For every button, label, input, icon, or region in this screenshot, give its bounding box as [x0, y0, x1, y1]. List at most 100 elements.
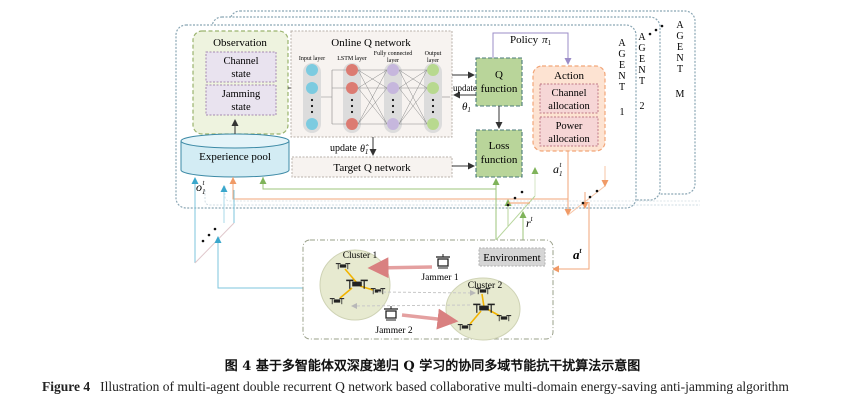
agent-label-letter: E	[619, 60, 625, 71]
nn-ellipsis-dot	[350, 104, 354, 108]
channel-allocation-box	[539, 83, 599, 114]
q-function-line2: function	[481, 83, 518, 95]
agent-label-letter: T	[619, 82, 625, 93]
layer-label: layer	[387, 58, 399, 64]
agent-label-letter: G	[638, 43, 645, 54]
nn-ellipsis-dot	[391, 104, 395, 108]
nn-node	[346, 82, 358, 94]
q-theta-label: θ1	[462, 101, 471, 114]
reward-signal-label: rt	[526, 215, 534, 230]
link-bolt-icon	[339, 287, 353, 299]
layer-label: Output	[425, 51, 442, 57]
leader-drone-icon	[473, 303, 495, 313]
channel-state-line1: Channel	[224, 56, 259, 67]
layer-column	[424, 63, 442, 133]
agent-label-letter: N	[618, 71, 625, 82]
layer-label: Fully connected	[374, 51, 413, 57]
cluster-1-label: Cluster 1	[343, 251, 378, 261]
nn-ellipsis-dot	[391, 110, 395, 114]
jammer-2-arrow	[401, 308, 459, 330]
nn-ellipsis-dot	[431, 110, 435, 114]
power-allocation-box	[539, 116, 599, 147]
environment-label: Environment	[483, 252, 540, 264]
target-update-label: update	[330, 143, 357, 154]
power-allocation-line2: allocation	[548, 134, 590, 145]
action-agent-signal-label: a1t	[553, 161, 563, 178]
jammer-1-icon	[436, 254, 450, 269]
loss-function-line1: Loss	[489, 140, 510, 152]
agent-label-letter: N	[676, 53, 683, 64]
agent-index: 2	[640, 101, 645, 112]
cluster-link-arrow	[377, 289, 476, 296]
nn-node	[427, 64, 439, 76]
caption-figure-label: Figure 4	[42, 379, 91, 394]
link-bolt-icon	[344, 268, 358, 284]
cluster-2-label: Cluster 2	[468, 281, 503, 291]
drone-icon	[457, 324, 473, 331]
channel-state-box	[205, 51, 277, 83]
experience-pool-label: Experience pool	[199, 151, 271, 163]
loss-function-line2: function	[481, 154, 518, 166]
drone-icon	[335, 263, 351, 270]
nn-connection	[398, 69, 428, 89]
nn-node	[306, 118, 318, 130]
caption-chinese: 图 4 基于多智能体双深度递归 Q 学习的协同多域节能抗干扰算法示意图	[224, 359, 641, 374]
channel-state-line2: state	[231, 69, 251, 80]
action-title: Action	[554, 70, 584, 82]
nn-node	[387, 82, 399, 94]
environment-box: Environment Cluster 1 Cluster 2 Jammer 1…	[302, 239, 554, 341]
agent-label-letter: T	[639, 76, 645, 87]
observation-box: Observation Channel state Jamming state	[192, 30, 289, 135]
observation-distributor	[191, 177, 317, 289]
nn-node	[427, 82, 439, 94]
channel-allocation-line1: Channel	[552, 88, 587, 99]
nn-connection	[357, 69, 388, 89]
jammer-2-label: Jammer 2	[375, 326, 412, 336]
layer-label: LSTM layer	[337, 56, 367, 62]
experience-pool: Experience pool	[180, 133, 290, 178]
agent-label-letter: G	[618, 49, 625, 60]
feedback-bus	[204, 177, 700, 206]
observation-title: Observation	[213, 37, 267, 49]
caption-english-text: Illustration of multi-agent double recur…	[100, 379, 789, 394]
nn-ellipsis-dot	[431, 98, 435, 102]
nn-connection	[357, 87, 388, 125]
q-function-box: Q function	[475, 57, 523, 107]
agent-label-letter: N	[638, 65, 645, 76]
drone-icon	[329, 298, 345, 305]
nn-connection	[321, 69, 346, 125]
agent-label-letter: E	[639, 54, 645, 65]
drone-icon	[475, 288, 491, 295]
nn-node	[387, 118, 399, 130]
target-update-symbol: θ̂1	[360, 144, 369, 156]
agent-index: 1	[620, 107, 625, 118]
link-bolt-icon	[481, 293, 485, 308]
nn-ellipsis-dot	[431, 104, 435, 108]
power-allocation-line1: Power	[556, 121, 583, 132]
jamming-state-line1: Jamming	[222, 89, 261, 100]
nn-ellipsis-dot	[310, 104, 314, 108]
channel-allocation-line2: allocation	[548, 101, 590, 112]
agent-label-letter: A	[676, 20, 684, 31]
link-bolt-icon	[359, 285, 374, 291]
agent-label-letter: T	[677, 64, 683, 75]
observation-dots	[201, 227, 217, 243]
action-aggregator-dots	[581, 189, 599, 205]
drone-icon	[496, 315, 512, 322]
action-joint-signal-label: at	[573, 247, 583, 262]
jamming-state-line2: state	[231, 102, 251, 113]
online-q-title: Online Q network	[331, 37, 411, 49]
agent-label-letter: A	[618, 38, 626, 49]
layer-label: Input layer	[299, 56, 325, 62]
caption-english: Figure 4 Illustration of multi-agent doub…	[42, 378, 832, 395]
nn-node	[346, 64, 358, 76]
nn-node	[427, 118, 439, 130]
target-q-label: Target Q network	[333, 162, 411, 174]
reward-dots	[506, 190, 524, 207]
nn-connection	[398, 69, 428, 125]
